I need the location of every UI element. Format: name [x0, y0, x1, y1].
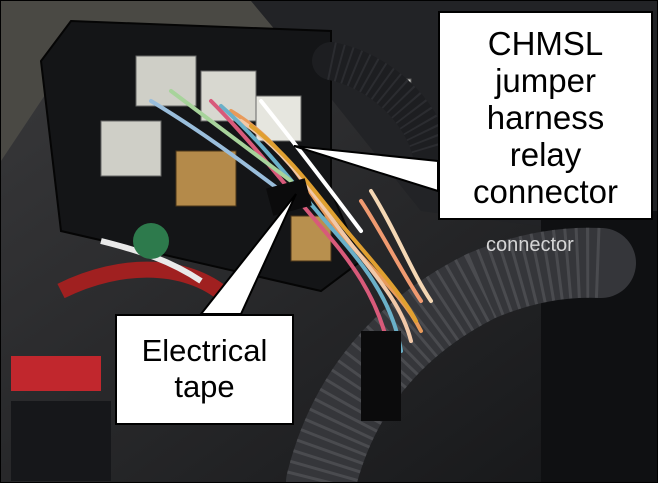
wire-bundle	[149, 89, 433, 363]
green-connector	[133, 223, 169, 259]
corrugated-conduit	[286, 227, 636, 482]
callout-chmsl-line-5: connector	[473, 173, 618, 210]
callout-tape-line-2: tape	[174, 369, 235, 404]
callout-electrical-tape: Electrical tape	[115, 314, 294, 425]
connector-white-4	[100, 120, 162, 177]
callout-chmsl-relay-connector: CHMSL jumper harness relay connector	[438, 11, 653, 220]
red-fuse-block	[11, 356, 101, 391]
connector-white-1	[135, 55, 197, 107]
connector-tan-2	[290, 215, 332, 262]
callout-chmsl-line-1: CHMSL	[487, 25, 604, 62]
callout-tape-line-1: Electrical	[141, 333, 268, 368]
callout-chmsl-line-4: relay	[509, 136, 582, 173]
callout-chmsl-line-2: jumper	[495, 62, 596, 99]
callout-chmsl-line-3: harness	[486, 99, 605, 136]
connector-tan-1	[175, 150, 237, 207]
tape-sleeve-lower	[361, 331, 401, 421]
harness-bundle-ribs	[326, 42, 450, 157]
lower-block	[11, 401, 111, 481]
